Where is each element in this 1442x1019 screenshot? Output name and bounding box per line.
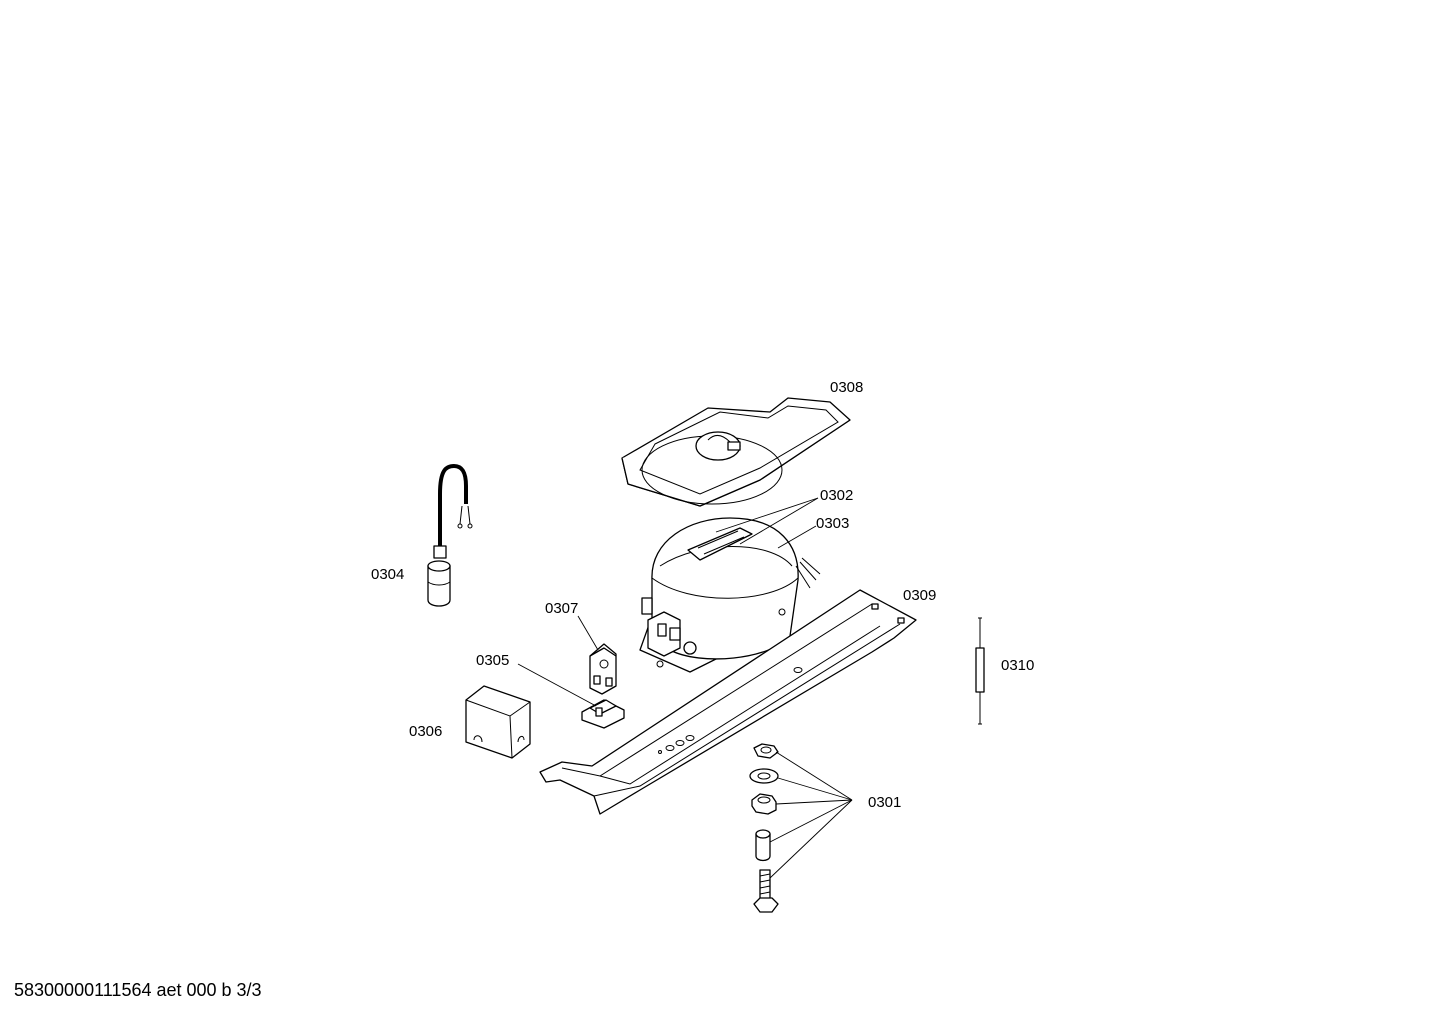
label-0309: 0309	[903, 587, 936, 604]
label-0308: 0308	[830, 379, 863, 396]
part-0307-relay	[589, 643, 617, 695]
label-0303: 0303	[816, 515, 849, 532]
leader-lines	[517, 497, 853, 879]
part-0301-fastener-set	[749, 743, 779, 913]
part-0310-dryer	[975, 617, 985, 725]
part-0302-0303-compressor	[639, 517, 821, 673]
part-0304-capacitor	[427, 463, 473, 607]
part-0305-overload	[581, 699, 625, 729]
label-0304: 0304	[371, 566, 404, 583]
label-0310: 0310	[1001, 657, 1034, 674]
part-0306-cover	[465, 685, 531, 759]
label-0305: 0305	[476, 652, 509, 669]
label-0302: 0302	[820, 487, 853, 504]
document-reference: 58300000111564 aet 000 b 3/3	[14, 980, 262, 1000]
label-0307: 0307	[545, 600, 578, 617]
label-0301: 0301	[868, 794, 901, 811]
part-0308-drip-tray	[621, 397, 851, 507]
part-0309-mounting-rail	[539, 589, 917, 815]
label-0306: 0306	[409, 723, 442, 740]
